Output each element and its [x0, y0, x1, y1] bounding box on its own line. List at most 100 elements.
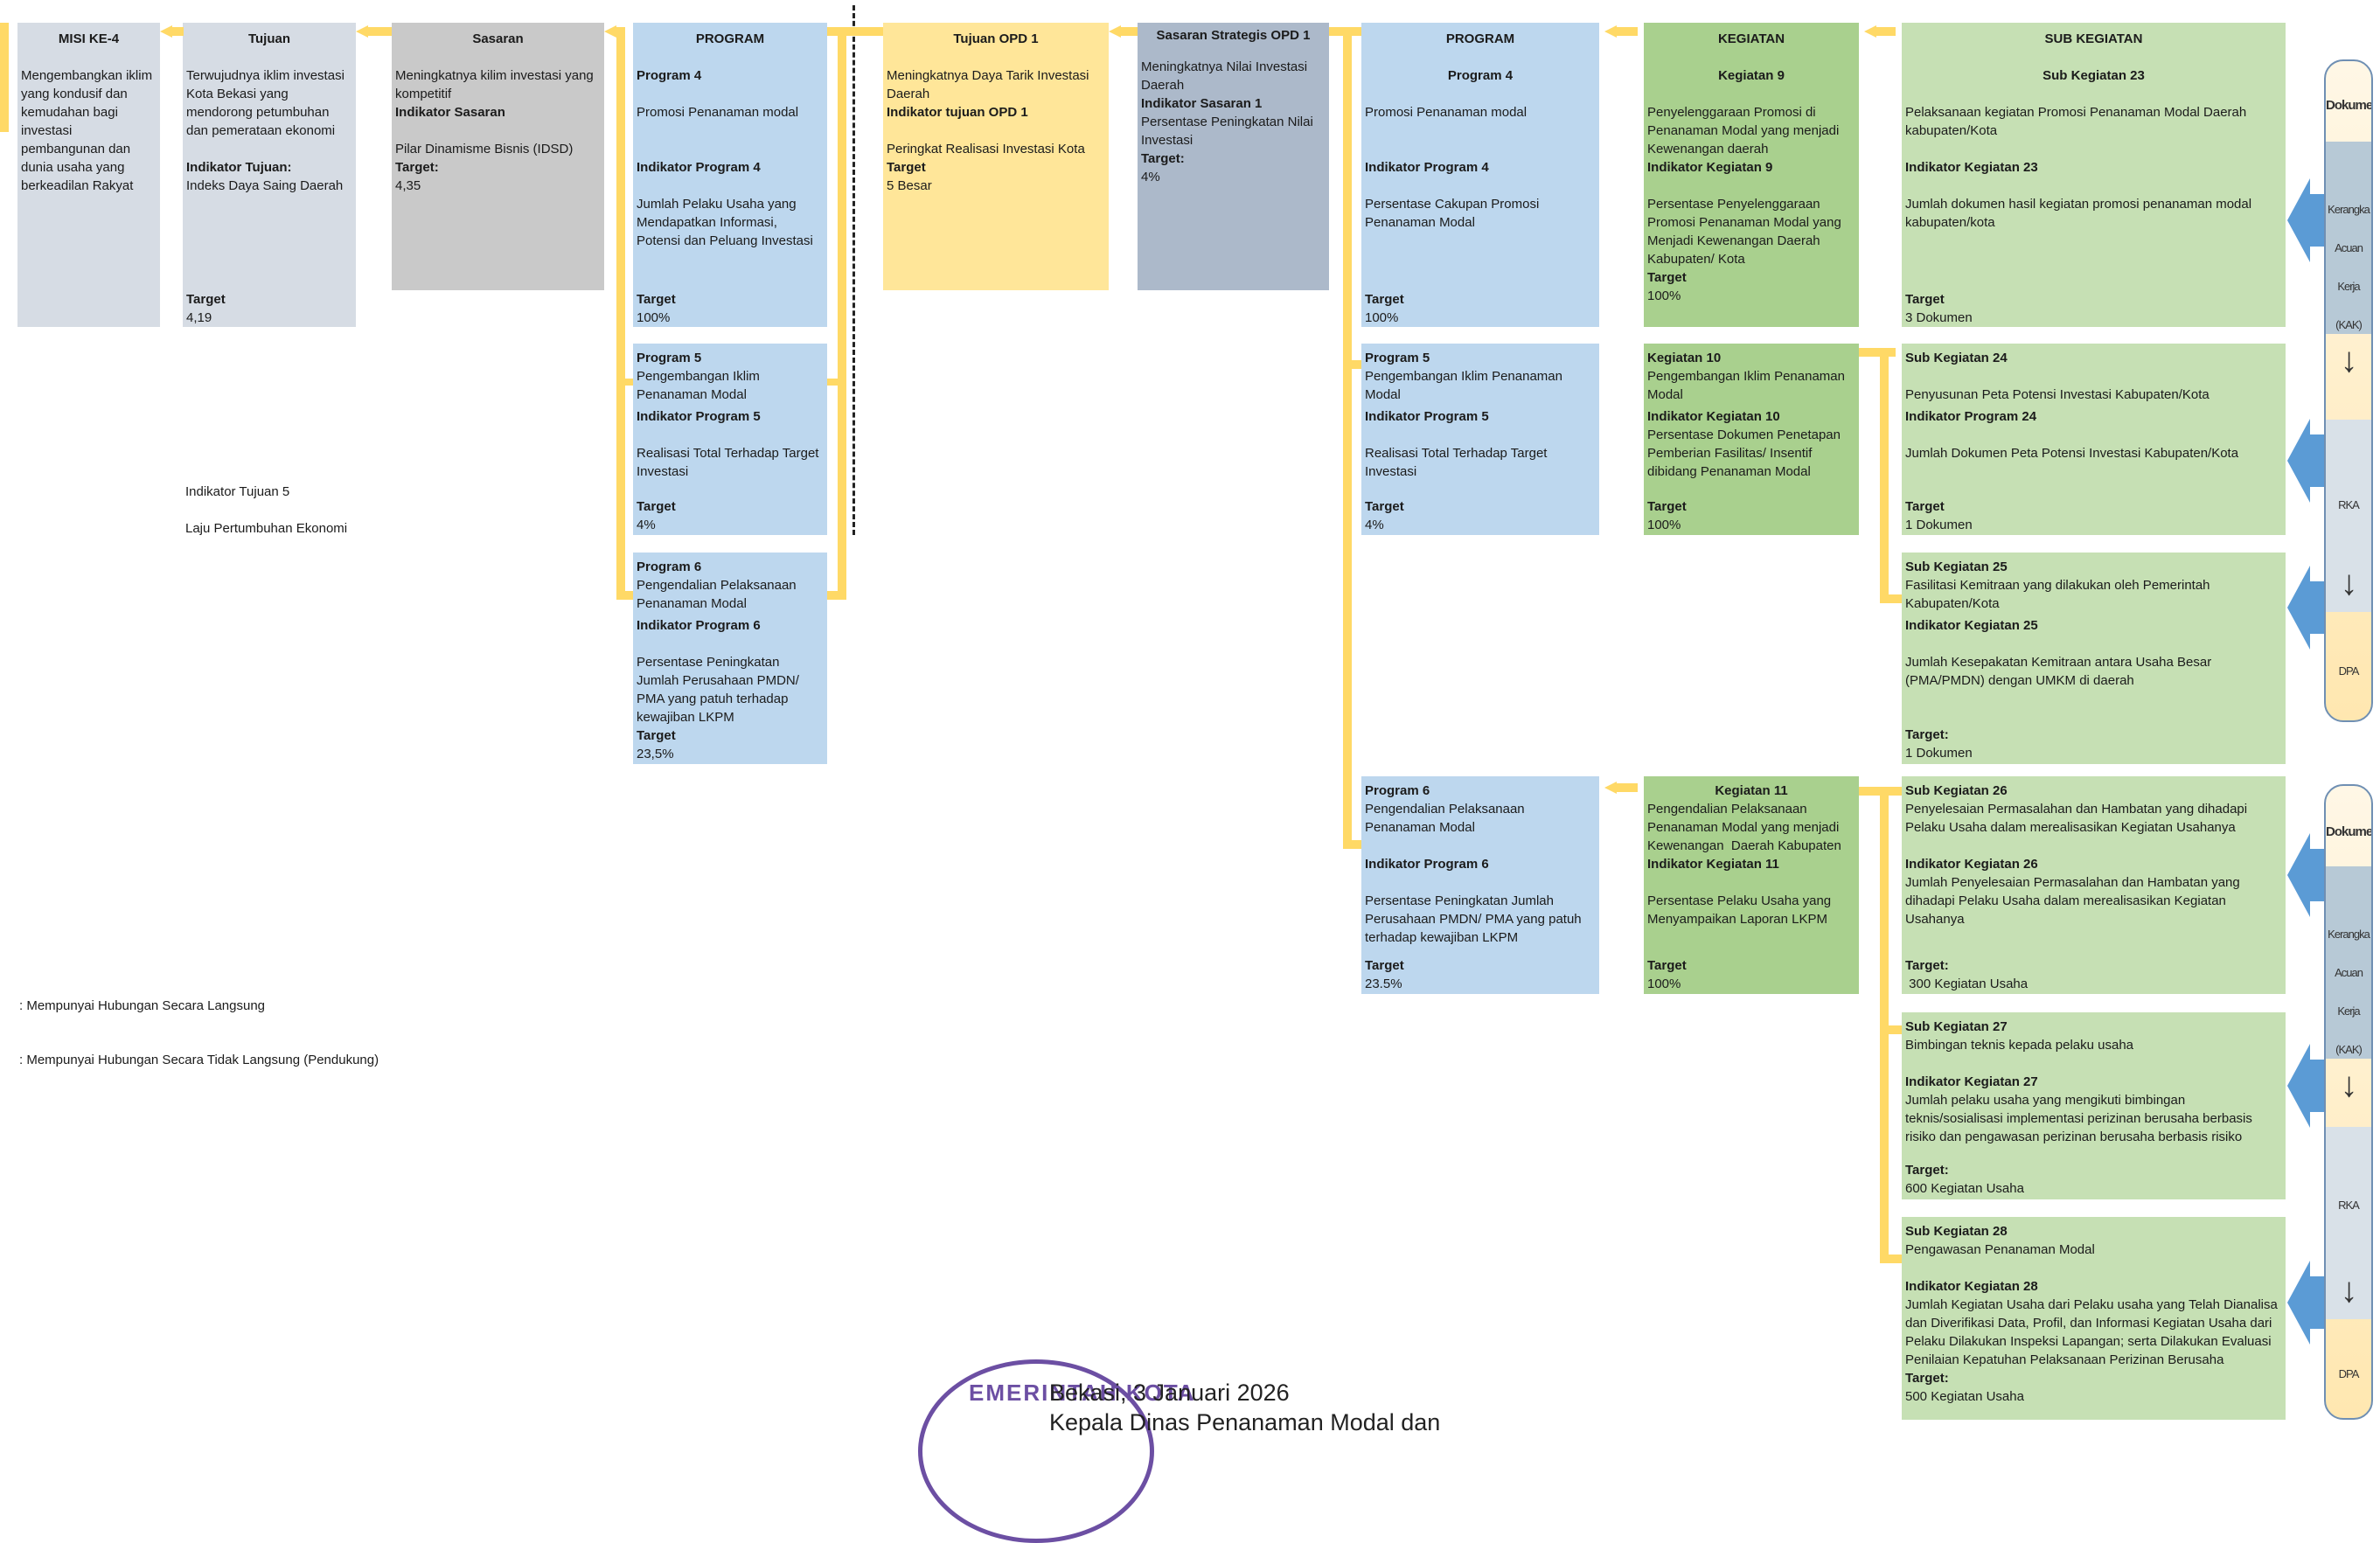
sub-kegiatan-header: SUB KEGIATAN	[2044, 31, 2143, 46]
connector-program-left-right-p6	[827, 591, 845, 600]
sasaran-indicator-label: Indikator Sasaran	[395, 105, 505, 120]
connector-k10-spine	[1859, 348, 1896, 357]
program-left-p5-target-label: Target	[637, 499, 676, 514]
tujuan-indicator-5-label: Indikator Tujuan 5	[185, 484, 290, 499]
connector-program-left-right-spine	[838, 27, 846, 600]
tujuan-opd-ind-text: Peringkat Realisasi Investasi Kota	[887, 142, 1085, 156]
kegiatan-11-text: Pengendalian Pelaksanaan Penanaman Modal…	[1647, 802, 1843, 853]
document-panel-rka: RKA	[2338, 498, 2360, 511]
blue-arrow-icon	[2287, 1261, 2324, 1345]
program-right-p4-target-value: 100%	[1365, 310, 1399, 325]
connector-arrow	[1604, 782, 1617, 794]
sub-kegiatan-25-target-value: 1 Dokumen	[1905, 746, 1973, 761]
program-right-p6-ind-label: Indikator Program 6	[1365, 857, 1489, 872]
program-right-p4-target-label: Target	[1365, 292, 1404, 307]
sub-kegiatan-26-ind-label: Indikator Kegiatan 26	[1905, 857, 2038, 872]
sub-kegiatan-27-title: Sub Kegiatan 27	[1905, 1019, 2008, 1034]
connector-kegiatan-program-top	[1617, 27, 1638, 36]
sub-kegiatan-24-target-label: Target	[1905, 499, 1945, 514]
tujuan-header: Tujuan	[247, 31, 291, 46]
kegiatan-10-target-value: 100%	[1647, 518, 1681, 532]
connector-program-left-spine	[616, 27, 625, 600]
kegiatan-9-target-value: 100%	[1647, 288, 1681, 303]
signature-place-date: Bekasi, 3 Januari 2026	[1049, 1380, 1290, 1406]
sub-kegiatan-23-ind-text: Jumlah dokumen hasil kegiatan promosi pe…	[1905, 197, 2256, 230]
misi-text: Mengembangkan iklim yang kondusif dan ke…	[21, 68, 157, 193]
program-right-p6-title: Program 6	[1365, 783, 1430, 798]
connector-program-left-p5	[616, 379, 633, 386]
kegiatan-11-target-value: 100%	[1647, 977, 1681, 991]
kegiatan-11-ind-text: Persentase Pelaku Usaha yang Menyampaika…	[1647, 893, 1835, 927]
kegiatan-10-text: Pengembangan Iklim Penanaman Modal	[1647, 369, 1849, 402]
down-arrow-icon: ↓	[2340, 564, 2358, 602]
program-right-p5-target-value: 4%	[1365, 518, 1384, 532]
sasaran-opd-box: Sasaran Strategis OPD 1 Meningkatnya Nil…	[1138, 23, 1329, 290]
sasaran-opd-header: Sasaran Strategis OPD 1	[1156, 28, 1311, 43]
sub-kegiatan-25-box: Sub Kegiatan 25 Fasilitasi Kemitraan yan…	[1902, 553, 2286, 764]
tujuan-indicator-label: Indikator Tujuan:	[186, 160, 292, 175]
tujuan-text: Terwujudnya iklim investasi Kota Bekasi …	[186, 68, 349, 138]
connector-program-right-p5	[1343, 360, 1361, 369]
kegiatan-11-ind-label: Indikator Kegiatan 11	[1647, 857, 1779, 872]
sub-kegiatan-24-ind-label: Indikator Program 24	[1905, 409, 2037, 424]
sasaran-target-label: Target:	[395, 160, 439, 175]
sub-kegiatan-27-ind-text: Jumlah pelaku usaha yang mengikuti bimbi…	[1905, 1093, 2257, 1144]
program-left-p5-ind-label: Indikator Program 5	[637, 409, 761, 424]
blue-arrow-icon	[2287, 833, 2324, 917]
dashed-divider	[852, 5, 855, 535]
connector-arrow	[1604, 25, 1617, 38]
sub-kegiatan-26-ind-text: Jumlah Penyelesaian Permasalahan dan Ham…	[1905, 875, 2244, 927]
sub-kegiatan-27-text: Bimbingan teknis kepada pelaku usaha	[1905, 1038, 2134, 1053]
program-left-p6-ind-text: Persentase Peningkatan Jumlah Perusahaan…	[637, 655, 804, 725]
sub-kegiatan-25-ind-text: Jumlah Kesepakatan Kemitraan antara Usah…	[1905, 655, 2216, 688]
program-left-p5-title: Program 5	[637, 351, 702, 365]
program-right-p5-target-label: Target	[1365, 499, 1404, 514]
program-left-p6-target-label: Target	[637, 728, 676, 743]
program-left-p4-ind-text: Jumlah Pelaku Usaha yang Mendapatkan Inf…	[637, 197, 813, 248]
program-right-p5-ind-text: Realisasi Total Terhadap Target Investas…	[1365, 446, 1551, 479]
sasaran-header: Sasaran	[472, 31, 524, 46]
sub-kegiatan-23-title: Sub Kegiatan 23	[2042, 68, 2145, 83]
blue-arrow-icons	[2287, 178, 2324, 1345]
tujuan-opd-ind-label: Indikator tujuan OPD 1	[887, 105, 1028, 120]
tujuan-opd-text: Meningkatnya Daya Tarik Investasi Daerah	[887, 68, 1093, 101]
blue-arrow-icon	[2287, 566, 2324, 650]
program-left-p5-ind-text: Realisasi Total Terhadap Target Investas…	[637, 446, 823, 479]
program-left-p6-target-value: 23,5%	[637, 747, 674, 761]
document-panel-title: Dokumen	[2326, 98, 2373, 113]
sub-kegiatan-23-target-value: 3 Dokumen	[1905, 310, 1973, 325]
sasaran-opd-ind-text: Persentase Peningkatan Nilai Investasi	[1141, 115, 1317, 148]
tujuan-indicator-5-text: Laju Pertumbuhan Ekonomi	[185, 521, 348, 536]
sub-kegiatan-28-title: Sub Kegiatan 28	[1905, 1224, 2008, 1239]
program-left-p5-target-value: 4%	[637, 518, 656, 532]
program-left-p4-target-label: Target	[637, 292, 676, 307]
sub-kegiatan-26-title: Sub Kegiatan 26	[1905, 783, 2008, 798]
down-arrow-icon: ↓	[2340, 1271, 2358, 1310]
connector-program-right-spine	[1343, 27, 1352, 849]
sub-kegiatan-25-title: Sub Kegiatan 25	[1905, 560, 2008, 574]
document-panel-kak: Kerangka Acuan Kerja (KAK)	[2328, 928, 2370, 1056]
kegiatan-9-text: Penyelenggaraan Promosi di Penanaman Mod…	[1647, 105, 1843, 156]
kegiatan-9-target-label: Target	[1647, 270, 1687, 285]
sub-kegiatan-25-text: Fasilitasi Kemitraan yang dilakukan oleh…	[1905, 578, 2214, 611]
connector-arrow	[356, 25, 368, 38]
sasaran-target-value: 4,35	[395, 178, 421, 193]
program-left-p4-box: PROGRAM Program 4 Promosi Penanaman moda…	[633, 23, 827, 327]
sub-kegiatan-23-ind-label: Indikator Kegiatan 23	[1905, 160, 2038, 175]
sub-kegiatan-27-target-label: Target:	[1905, 1163, 1949, 1178]
connector-sasaran-tujuan	[368, 27, 392, 36]
blue-arrow-icon	[2287, 1044, 2324, 1128]
connector-k10-s25	[1880, 594, 1902, 603]
connector-k11-sub-spine	[1880, 787, 1889, 1263]
connector-sub-kegiatan-top	[1876, 27, 1896, 36]
connector-k10-sub-spine	[1880, 348, 1889, 603]
sasaran-box: Sasaran Meningkatnya kilim investasi yan…	[392, 23, 604, 290]
misi-header: MISI KE-4	[58, 31, 120, 46]
document-panel-dpa: DPA	[2338, 664, 2360, 678]
program-right-p4-ind-label: Indikator Program 4	[1365, 160, 1489, 175]
kegiatan-10-ind-label: Indikator Kegiatan 10	[1647, 409, 1780, 424]
sub-kegiatan-23-text: Pelaksanaan kegiatan Promosi Penanaman M…	[1905, 105, 2251, 138]
kegiatan-10-target-label: Target	[1647, 499, 1687, 514]
sub-kegiatan-28-target-label: Target:	[1905, 1371, 1949, 1386]
connector-program-right-p6	[1343, 840, 1361, 849]
